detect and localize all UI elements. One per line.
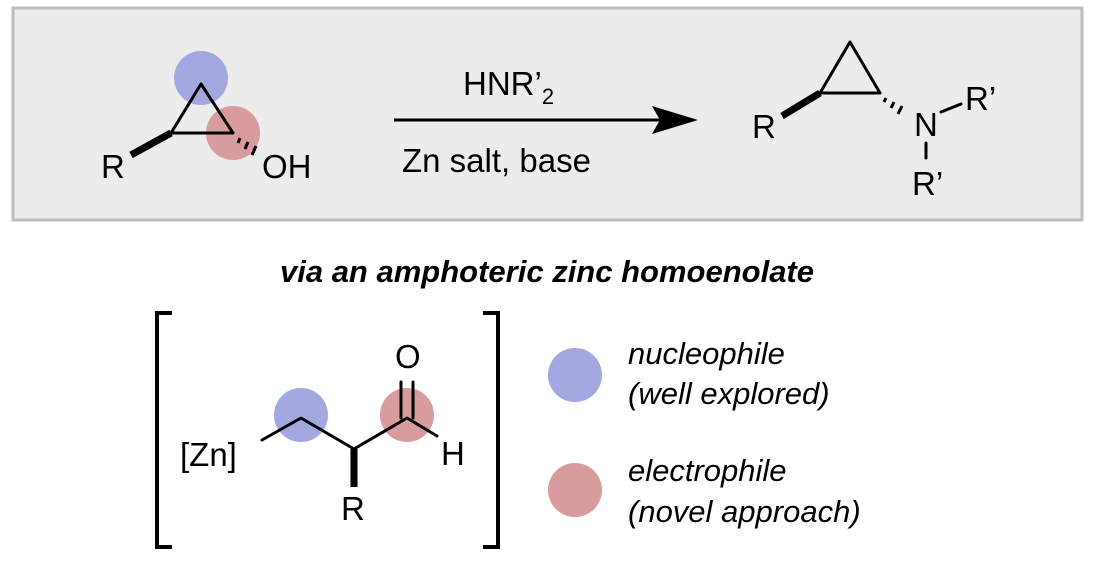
right-bracket [483,311,500,549]
legend-note-electrophile: (novel approach) [628,494,861,529]
oxygen-label: O [395,338,421,375]
hashed-bond-oh [236,137,258,156]
nucleophile-highlight-homoenolate [274,388,328,442]
reactant-oh-label: OH [262,148,312,185]
product-hashed-bond-n [882,97,904,115]
product-r-prime-bottom: R’ [912,165,943,202]
legend-item-nucleophile: nucleophile (well explored) [548,336,830,411]
left-bracket [155,311,172,549]
reactant-cyclopropanol: R OH [101,51,312,185]
legend-label-electrophile: electrophile [628,453,787,488]
legend-swatch-electrophile [548,463,602,517]
homoenolate-r-label: R [341,490,365,527]
homoenolate-structure: [Zn] O H R [155,311,500,549]
legend-note-nucleophile: (well explored) [628,376,830,411]
reaction-arrow-group: HNR’2 Zn salt, base [394,65,698,179]
hydrogen-label: H [441,435,465,472]
reactant-r-label: R [101,148,125,185]
product-wedge-bond-r [780,90,822,119]
mechanism-title: via an amphoteric zinc homoenolate [280,254,814,289]
nucleophile-highlight-reactant [174,51,228,105]
legend: nucleophile (well explored) electrophile… [548,336,861,529]
n-r-prime-bond-right [939,102,963,114]
legend-item-electrophile: electrophile (novel approach) [548,453,861,529]
legend-swatch-nucleophile [548,348,602,402]
wedge-bond-r [129,129,173,159]
product-cyclopropane-ring [818,40,882,95]
reaction-arrow-head [652,106,698,134]
product-n-label: N [914,106,938,143]
reaction-box [11,6,1084,222]
electrophile-highlight-homoenolate [380,388,434,442]
zn-label: [Zn] [180,436,237,473]
product-r-prime-right: R’ [965,80,996,117]
reagent-conditions: Zn salt, base [402,142,591,179]
product-r-label: R [752,108,776,145]
product-cyclopropylamine: R N R’ R’ [752,40,996,202]
cyclopropane-ring [169,82,235,135]
reagent-amine: HNR’2 [463,65,554,109]
legend-label-nucleophile: nucleophile [628,336,785,371]
